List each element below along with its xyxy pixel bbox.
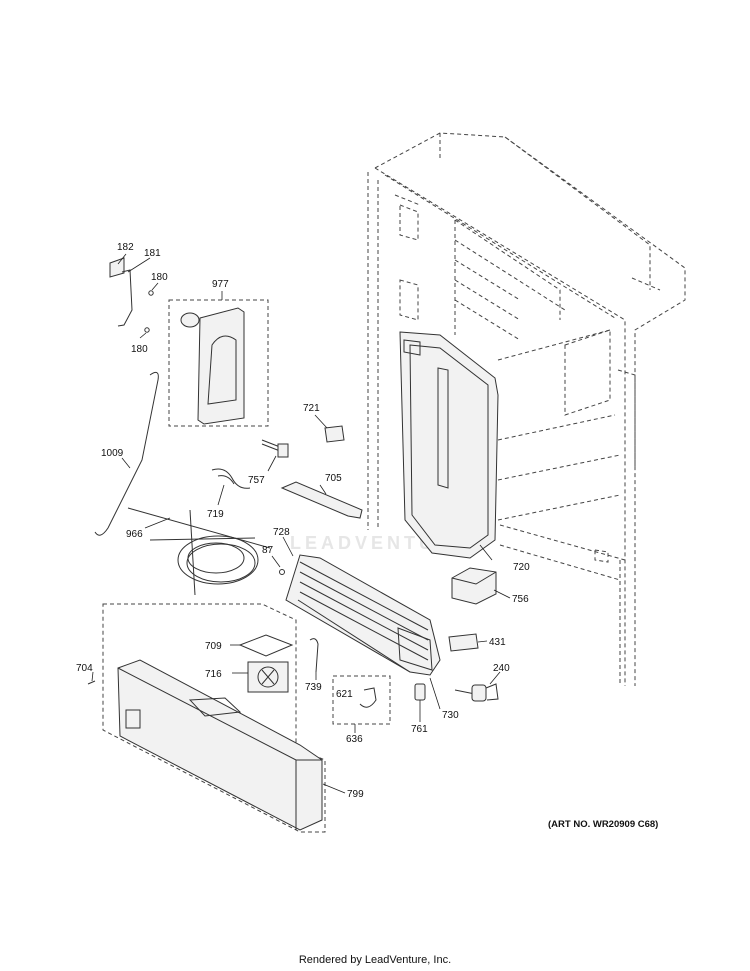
callout-720: 720 bbox=[513, 562, 530, 573]
part-719-clip bbox=[211, 468, 251, 489]
part-1009-tube bbox=[94, 371, 159, 536]
callout-719: 719 bbox=[207, 509, 224, 520]
part-636-group bbox=[332, 675, 391, 725]
part-757-harness bbox=[261, 439, 289, 458]
callout-721: 721 bbox=[303, 403, 320, 414]
callout-739: 739 bbox=[305, 682, 322, 693]
callout-704: 704 bbox=[76, 663, 93, 674]
part-705-seal bbox=[280, 481, 363, 519]
part-761-connector bbox=[414, 683, 426, 701]
callout-728: 728 bbox=[273, 527, 290, 538]
part-704-screw bbox=[87, 680, 96, 685]
callout-181: 181 bbox=[144, 248, 161, 259]
callouts: 182 181 180 180 977 721 1009 757 705 719… bbox=[76, 242, 530, 800]
callout-756: 756 bbox=[512, 594, 529, 605]
callout-240: 240 bbox=[493, 663, 510, 674]
footer-credit: Rendered by LeadVenture, Inc. bbox=[298, 954, 452, 966]
callout-636: 636 bbox=[346, 734, 363, 745]
callout-761: 761 bbox=[411, 724, 428, 735]
part-977-group bbox=[168, 299, 269, 427]
callout-182: 182 bbox=[117, 242, 134, 253]
callout-87: 87 bbox=[262, 545, 274, 556]
callout-1009: 1009 bbox=[101, 448, 124, 459]
callout-621: 621 bbox=[336, 689, 353, 700]
part-240-plug bbox=[454, 683, 499, 702]
callout-431: 431 bbox=[489, 637, 506, 648]
callout-730: 730 bbox=[442, 710, 459, 721]
part-431-pad bbox=[448, 633, 479, 652]
part-721-block bbox=[324, 425, 345, 443]
callout-716: 716 bbox=[205, 669, 222, 680]
part-730-evaporator bbox=[279, 554, 441, 676]
callout-180-top: 180 bbox=[151, 272, 168, 283]
callout-966: 966 bbox=[126, 529, 143, 540]
callout-709: 709 bbox=[205, 641, 222, 652]
callout-977: 977 bbox=[212, 279, 229, 290]
part-799-housing-group bbox=[102, 603, 326, 833]
part-966-tubing bbox=[127, 507, 271, 596]
part-756-cover bbox=[451, 567, 497, 605]
part-720-panel bbox=[399, 331, 499, 559]
part-739-hook bbox=[309, 638, 319, 673]
callout-757: 757 bbox=[248, 475, 265, 486]
cabinet-frame bbox=[367, 132, 686, 686]
art-number: (ART NO. WR20909 C68) bbox=[548, 819, 659, 830]
callout-180-bottom: 180 bbox=[131, 344, 148, 355]
leader-lines bbox=[91, 253, 511, 794]
parts-182-181-bracket bbox=[109, 257, 154, 333]
callout-799: 799 bbox=[347, 789, 364, 800]
callout-705: 705 bbox=[325, 473, 342, 484]
